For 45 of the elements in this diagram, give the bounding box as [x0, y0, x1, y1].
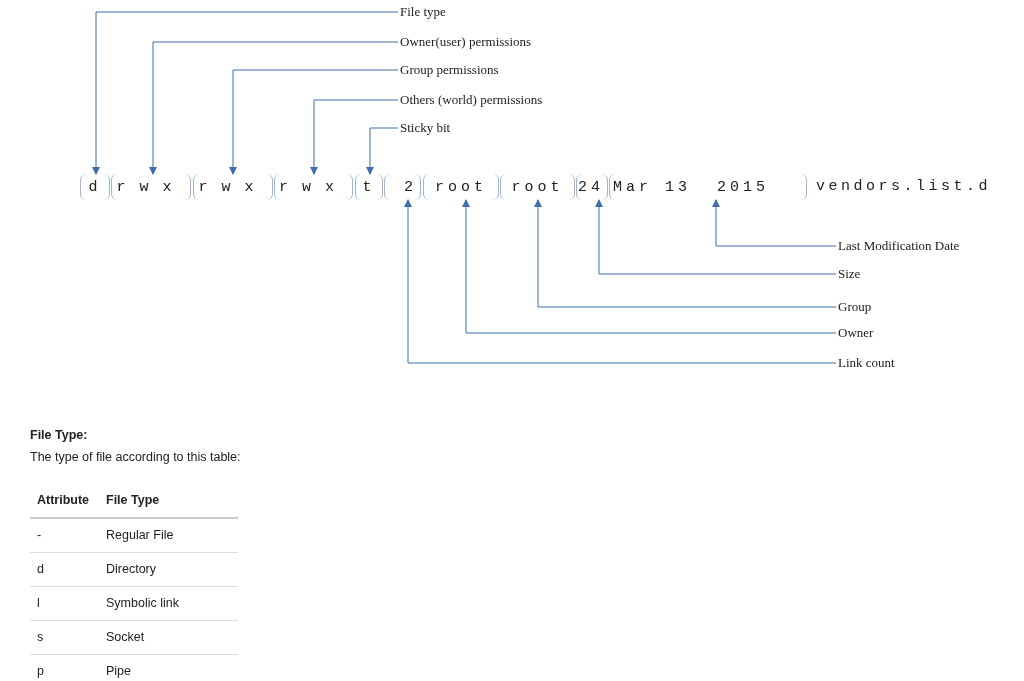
callout-label: Owner: [838, 325, 874, 341]
callout-label: Size: [838, 266, 861, 282]
table-cell: Regular File: [106, 528, 174, 542]
table-cell: Directory: [106, 562, 156, 576]
leader-line: [462, 199, 837, 334]
column-header: Attribute: [37, 493, 90, 507]
field-text: root: [511, 178, 564, 196]
field-text: rwx: [116, 178, 186, 196]
table-cell: d: [37, 562, 44, 576]
column-header: File Type: [106, 493, 160, 507]
leader-line: [404, 199, 837, 364]
callout-label: Others (world) permissions: [400, 92, 543, 108]
section-heading: File Type:: [30, 428, 88, 442]
table-cell: Symbolic link: [106, 596, 179, 610]
leader-line: [712, 199, 837, 247]
field-text: Mar 13 2015: [613, 178, 770, 196]
description-text: The type of file according to this table:: [30, 450, 241, 464]
table-cell: -: [37, 528, 42, 542]
field-text: d: [88, 178, 102, 196]
table-cell: s: [37, 630, 44, 644]
callout-label: Group: [838, 299, 872, 315]
field-text: rwx: [279, 178, 348, 196]
callout-label: Owner(user) permissions: [400, 34, 532, 50]
leader-line: [534, 199, 837, 308]
leader-line: [595, 199, 837, 275]
leader-line: [149, 41, 399, 175]
filename-text: vendors.list.d: [816, 177, 992, 197]
table-cell: l: [37, 596, 40, 610]
table-cell: Socket: [106, 630, 145, 644]
field-text: 24: [578, 178, 604, 196]
callout-label: File type: [400, 4, 446, 20]
leader-line: [310, 99, 399, 175]
leader-line: [92, 11, 399, 175]
field-text: root: [435, 178, 487, 196]
callout-label: Group permissions: [400, 62, 499, 78]
leader-line: [366, 127, 399, 175]
field-text: rwx: [198, 178, 268, 196]
callout-label: Sticky bit: [400, 120, 451, 136]
field-text: t: [362, 178, 376, 196]
table-cell: Pipe: [106, 664, 132, 678]
callout-label: Link count: [838, 355, 895, 371]
table-cell: p: [37, 664, 44, 678]
field-text: 2: [404, 178, 417, 196]
callout-label: Last Modification Date: [838, 238, 960, 254]
leader-line: [229, 69, 399, 175]
